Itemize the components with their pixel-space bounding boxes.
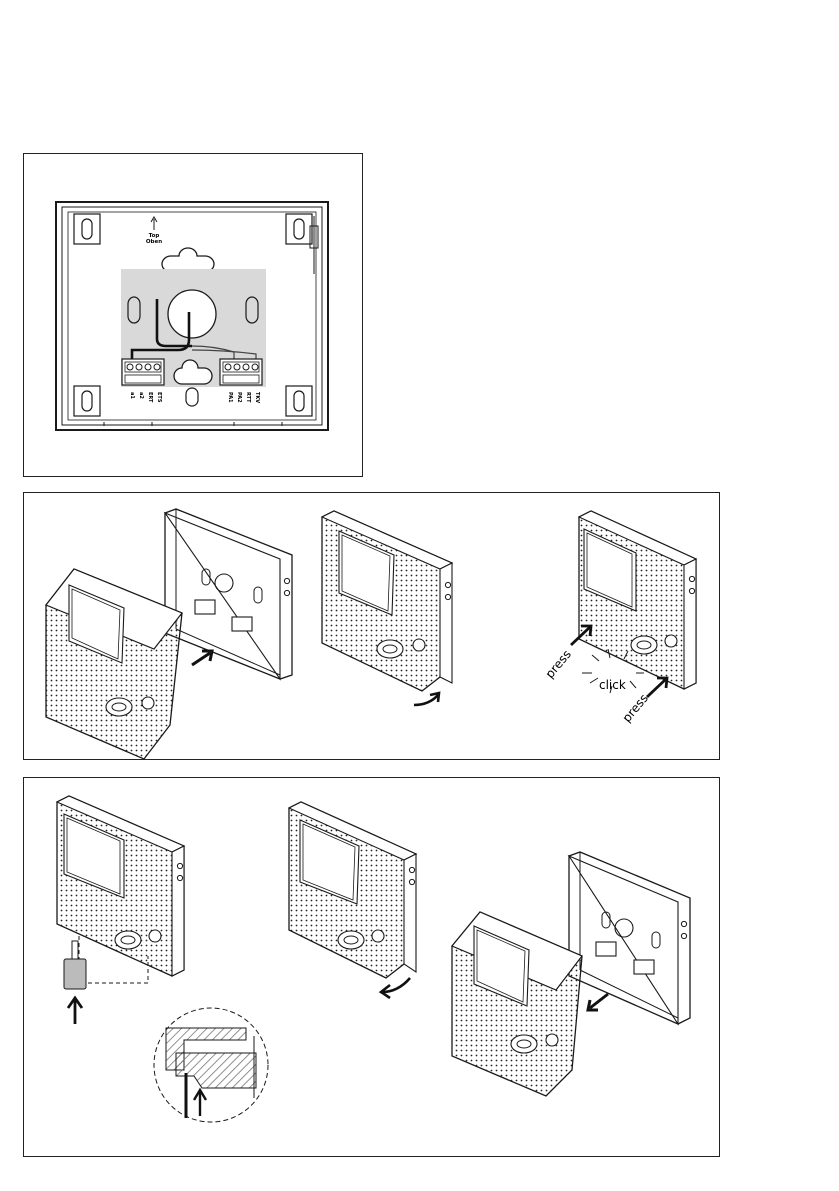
device-opening [289, 802, 416, 978]
open-curve-arrow [382, 978, 410, 992]
release-detail-inset [154, 1008, 268, 1122]
press-label-top: press [543, 647, 574, 681]
backbox-open-removal [569, 852, 690, 1024]
mounting-drawing: press press click [24, 493, 721, 761]
backplate-wiring-figure: Top Oben a1 a2 ERT ETS PA1 PA2 [23, 153, 363, 477]
terminal-label-ets: ETS [156, 392, 162, 403]
device-closing [322, 511, 452, 691]
oben-label: Oben [146, 239, 162, 245]
press-label-bottom: press [620, 691, 651, 725]
click-label: click [599, 678, 626, 692]
terminal-block-right [220, 359, 262, 385]
cable-entry [168, 290, 216, 338]
corner-mount-top-right [286, 214, 312, 244]
removal-steps-figure [23, 777, 720, 1157]
upper-mounting-slot [162, 248, 214, 272]
terminal-label-ert: ERT [147, 392, 153, 403]
terminal-label-pa2: PA2 [236, 392, 242, 403]
device-closed [579, 511, 696, 689]
terminal-block-left [122, 359, 164, 385]
backplate-drawing: Top Oben a1 a2 ERT ETS PA1 PA2 [24, 154, 364, 478]
press-arrow-bottom [647, 679, 666, 697]
device-front-removed [452, 912, 582, 1096]
removal-drawing [24, 778, 721, 1158]
top-direction-arrow [151, 217, 157, 230]
mounting-steps-figure: press press click [23, 492, 720, 760]
corner-mount-top-left [74, 214, 100, 244]
release-tool-icon [64, 941, 86, 989]
terminal-label-a2: a2 [138, 392, 144, 399]
insert-arrow [192, 653, 210, 665]
device-front-tilted [46, 569, 182, 759]
terminal-label-tkv: TKV [254, 392, 260, 403]
backbox-open [165, 509, 292, 679]
terminal-label-pa1: PA1 [227, 392, 233, 403]
corner-mount-bottom-right [286, 386, 312, 416]
terminal-label-a1: a1 [129, 392, 135, 399]
terminal-label-rtt: RTT [245, 392, 251, 403]
close-curve-arrow [414, 695, 438, 705]
corner-mount-bottom-left [74, 386, 100, 416]
remove-arrow [590, 994, 608, 1008]
